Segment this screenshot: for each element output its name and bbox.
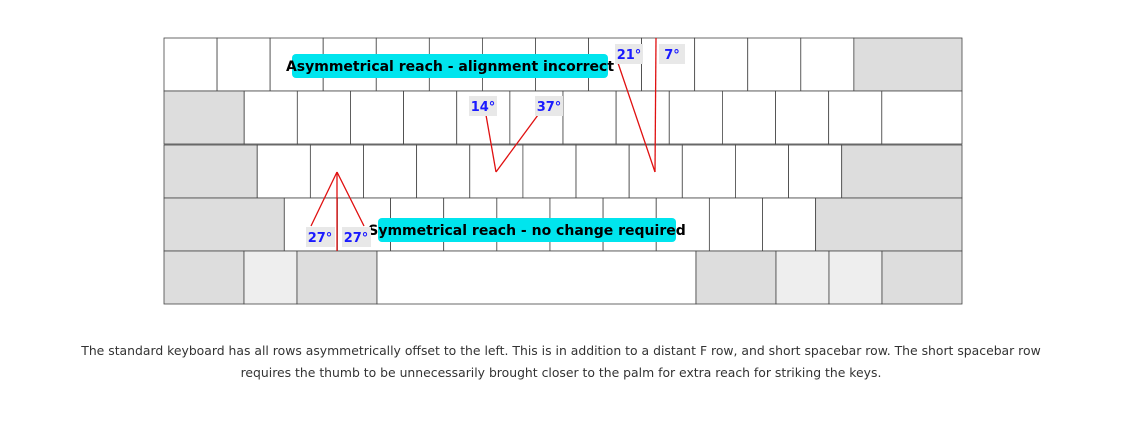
key-row5-1: [163, 250, 245, 305]
asymmetrical-label: Asymmetrical reach - alignment incorrect: [286, 54, 614, 78]
key-row2-12: [775, 90, 830, 145]
key-row2-2: [243, 90, 298, 145]
angle-badge-bottom-left: 27°: [306, 227, 335, 247]
key-row4-12: [815, 197, 963, 252]
asymmetrical-label-text: Asymmetrical reach - alignment incorrect: [286, 59, 614, 75]
reach-line-bottom-right: [336, 171, 365, 227]
keyboard: [163, 37, 963, 305]
key-row3-1: [163, 144, 258, 199]
key-row3-13: [841, 144, 963, 199]
reach-line-top-right: [654, 37, 657, 173]
angle-bottom-left: 27°: [308, 231, 333, 246]
angle-mid-left: 14°: [471, 100, 496, 115]
key-row1-11: [694, 37, 749, 92]
key-row2-3: [296, 90, 351, 145]
angle-badge-top-left: 21°: [615, 44, 643, 64]
key-row5-6: [775, 250, 830, 305]
key-row2-13: [828, 90, 883, 145]
reach-line-mid-left: [485, 114, 497, 173]
key-row1-2: [216, 37, 271, 92]
key-row2-10: [668, 90, 723, 145]
key-row5-8: [881, 250, 963, 305]
key-row2-5: [403, 90, 458, 145]
key-row1-1: [163, 37, 218, 92]
angle-bottom-right: 27°: [344, 231, 369, 246]
key-row2-14: [881, 90, 963, 145]
angle-badge-mid-left: 14°: [469, 96, 497, 116]
key-row3-5: [416, 144, 471, 199]
angle-badge-mid-right: 37°: [535, 96, 563, 116]
key-row2-1: [163, 90, 245, 145]
key-row4-10: [708, 197, 763, 252]
key-row2-4: [350, 90, 405, 145]
key-row1-13: [800, 37, 855, 92]
symmetrical-label-text: Symmetrical reach - no change required: [368, 223, 686, 239]
key-row3-7: [522, 144, 577, 199]
key-row5-3: [296, 250, 378, 305]
reach-line-mid-right: [495, 114, 539, 173]
key-row3-11: [735, 144, 789, 199]
caption-line-1: The standard keyboard has all rows asymm…: [81, 343, 1041, 358]
key-row5-7: [828, 250, 883, 305]
reach-line-bottom-left: [310, 171, 338, 227]
key-row5-4: [376, 250, 697, 305]
angle-top-left: 21°: [617, 48, 642, 63]
key-row5-5: [695, 250, 777, 305]
angle-badge-bottom-right: 27°: [342, 227, 371, 247]
key-row4-1: [163, 197, 285, 252]
key-row4-11: [762, 197, 817, 252]
angle-top-right: 7°: [664, 48, 680, 63]
key-row3-10: [681, 144, 736, 199]
angle-badge-top-right: 7°: [659, 44, 685, 64]
key-row3-4: [363, 144, 418, 199]
symmetrical-label: Symmetrical reach - no change required: [368, 218, 686, 242]
key-row3-12: [788, 144, 843, 199]
key-row1-12: [747, 37, 802, 92]
key-row3-2: [256, 144, 311, 199]
key-row1-14: [853, 37, 963, 92]
reach-line-top-left: [617, 62, 656, 173]
key-row5-2: [243, 250, 298, 305]
key-row2-11: [722, 90, 776, 145]
caption-line-2: requires the thumb to be unnecessarily b…: [240, 365, 882, 380]
angle-mid-right: 37°: [537, 100, 562, 115]
caption: The standard keyboard has all rows asymm…: [10, 340, 1112, 384]
key-row3-8: [575, 144, 630, 199]
reach-lines: [310, 37, 657, 251]
key-row2-8: [562, 90, 617, 145]
